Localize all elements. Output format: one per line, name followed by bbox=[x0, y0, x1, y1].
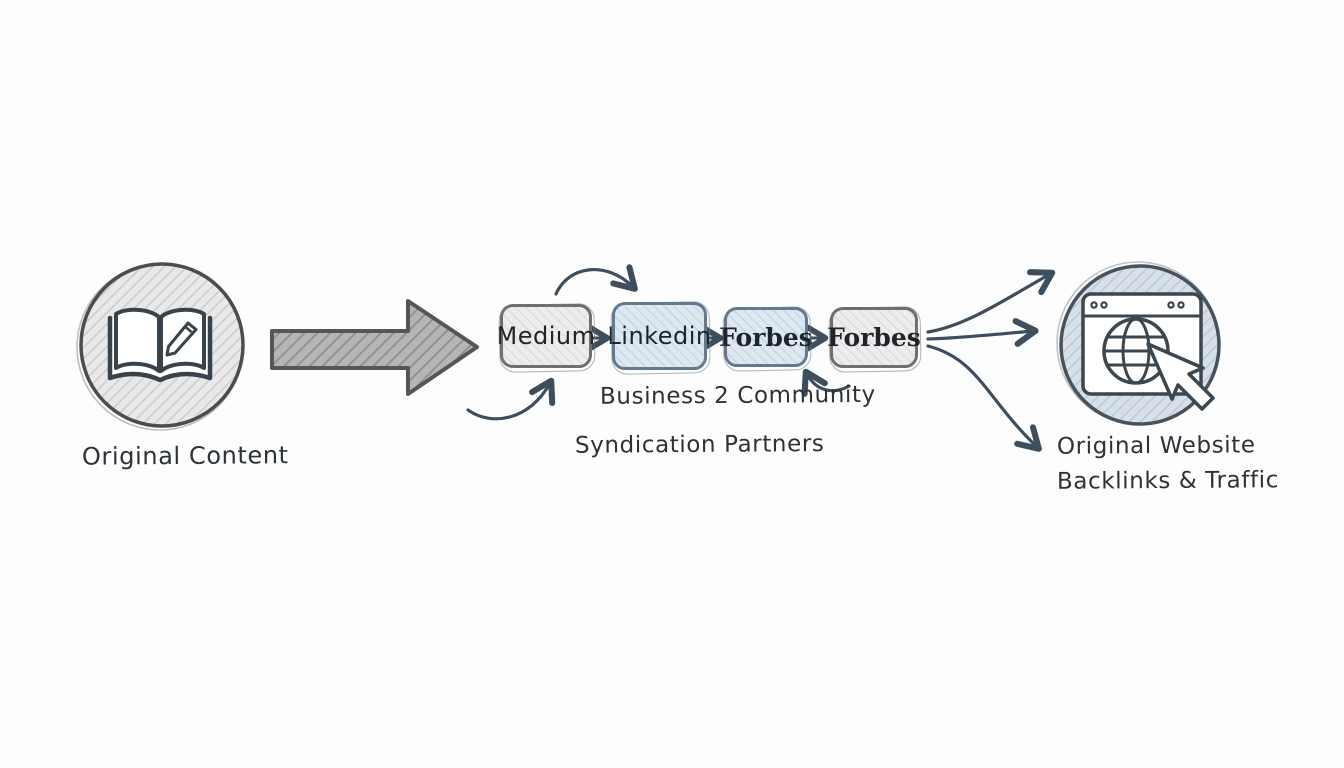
curved-arrows bbox=[466, 264, 851, 421]
destination-label-line1: Original Website bbox=[1056, 432, 1256, 460]
source-label: Original Content bbox=[81, 441, 289, 471]
open-book-pencil-icon bbox=[76, 262, 245, 431]
fanout-bottom-arrow bbox=[926, 344, 1042, 452]
partner-box-label: Medium bbox=[496, 322, 596, 350]
cursor-icon bbox=[1146, 342, 1215, 411]
partner-box-medium: Medium bbox=[497, 304, 595, 368]
partner-box-label: Linkedin bbox=[607, 322, 712, 350]
partner-box-forbes-2: Forbes bbox=[827, 307, 921, 368]
partner-box-label: Forbes bbox=[719, 322, 813, 352]
partner-box-linkedin: Linkedin bbox=[607, 302, 711, 370]
partner-box-label: Forbes bbox=[827, 323, 921, 352]
fanout-middle-arrow bbox=[926, 318, 1039, 347]
partners-caption-line2: Syndication Partners bbox=[574, 431, 825, 459]
fanout-top-arrow bbox=[926, 269, 1056, 334]
arc-into-medium bbox=[466, 377, 556, 421]
browser-globe-cursor-icon bbox=[1056, 261, 1221, 426]
arc-into-forbes bbox=[801, 368, 851, 397]
destination-label-line2: Backlinks & Traffic bbox=[1056, 467, 1279, 495]
block-arrow-right bbox=[270, 299, 479, 396]
fanout-arrows bbox=[926, 269, 1056, 452]
partners-caption-line1: Business 2 Community bbox=[599, 381, 876, 410]
partner-box-forbes-1: Forbes bbox=[719, 307, 813, 367]
arc-medium-to-linkedin bbox=[554, 264, 638, 296]
